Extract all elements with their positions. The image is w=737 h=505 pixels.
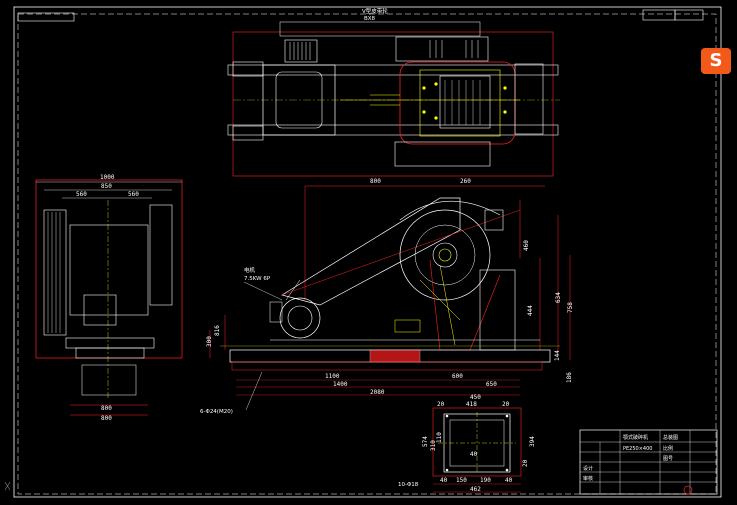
bolt-holes-label: 10-Φ18 [398, 482, 419, 488]
front-dim-span2: 1400 [333, 381, 348, 388]
side-dim-base-a: 800 [101, 405, 112, 412]
input-method-logo-icon[interactable]: S [701, 48, 731, 74]
front-dim-left-h2: 300 [206, 336, 213, 347]
top-view-red-boundary [232, 31, 554, 177]
front-dim-h3: 634 [555, 292, 562, 303]
title-row-3: 比例 [663, 445, 673, 452]
top-view-note: V型皮带轮 [362, 7, 388, 15]
side-flywheel-left [43, 209, 67, 336]
foundation-bolts-label: 6-Φ24(M20) [200, 409, 233, 415]
front-dim-h1: 460 [523, 240, 530, 251]
top-right-tag-2 [674, 9, 704, 21]
crusher-body-plan [399, 61, 516, 145]
plan-dim-bot-total: 462 [470, 486, 481, 493]
crosshair-cursor-icon [4, 481, 11, 491]
plan-dim-center: 40 [470, 451, 478, 458]
plan-dim-right-b: 20 [522, 459, 529, 467]
front-dim-top-right: 260 [460, 178, 471, 185]
front-dim-span1: 1100 [325, 373, 340, 380]
plan-dim-bot-d: 40 [505, 477, 513, 484]
title-row-1: 总装图 [663, 434, 678, 441]
plan-dim-right-a: 394 [529, 436, 536, 447]
flywheel [399, 209, 491, 301]
front-elevation: 800 260 460 444 634 758 816 300 144 1100… [200, 178, 574, 415]
top-plan-view: V型皮带轮 BX8 [227, 7, 560, 177]
front-dim-h4: 758 [567, 302, 574, 313]
plan-dim-bot-b: 150 [456, 477, 467, 484]
title-row-6: 审核 [583, 475, 593, 482]
plan-dim-top-c: 20 [502, 401, 510, 408]
title-row-0: 颚式破碎机 [623, 434, 648, 441]
title-row-4: 图号 [663, 456, 673, 462]
plan-dim-left-c: 110 [436, 432, 443, 443]
motor-power: 7.5KW 6P [244, 276, 271, 282]
right-pulley [395, 36, 489, 62]
plan-dim-left-b: 310 [430, 440, 437, 451]
foundation-plan: 20 418 20 450 574 310 110 394 20 40 40 1… [398, 394, 536, 493]
front-dim-span3: 2080 [370, 389, 385, 396]
side-view-red-boundary [35, 179, 183, 359]
title-block: 颚式破碎机 总装图 PE250×400 比例 图号 设计 审核 [579, 429, 718, 495]
motor-side [279, 297, 321, 339]
side-dim-right: 560 [128, 191, 139, 198]
front-dim-right-small: 144 [554, 350, 561, 361]
inner-frame [17, 13, 717, 495]
left-pulley [284, 39, 318, 63]
top-view-note2: BX8 [364, 16, 376, 22]
side-dim-base-b: 800 [101, 415, 112, 422]
top-left-tag [17, 12, 75, 22]
side-dim-left: 560 [76, 191, 87, 198]
plan-dim-top-d: 450 [470, 394, 481, 401]
front-dim-h2: 444 [527, 305, 534, 316]
side-view: 1000 850 560 560 800 800 [35, 174, 183, 422]
side-dim-overall: 1000 [100, 174, 115, 181]
plan-dim-bot-a: 40 [440, 477, 448, 484]
side-flywheel-right [149, 204, 173, 306]
side-dim-inner: 850 [101, 183, 112, 190]
title-row-5: 设计 [583, 465, 593, 472]
plan-dim-bot-c: 190 [480, 477, 491, 484]
plan-dim-top-b: 418 [466, 401, 477, 408]
front-dim-top-left: 800 [370, 178, 381, 185]
front-dim-left-h1: 816 [214, 325, 221, 336]
front-dim-span-r2: 650 [486, 381, 497, 388]
plan-dim-left-a: 574 [422, 436, 429, 447]
top-right-tag [642, 9, 676, 21]
motor-label: 电机 [244, 266, 256, 274]
title-row-2: PE250×400 [623, 446, 652, 452]
front-dim-side-r: 186 [566, 372, 573, 383]
front-dim-span-r1: 600 [452, 373, 463, 380]
outer-frame [13, 6, 722, 498]
plan-dim-top-a: 20 [437, 401, 445, 408]
